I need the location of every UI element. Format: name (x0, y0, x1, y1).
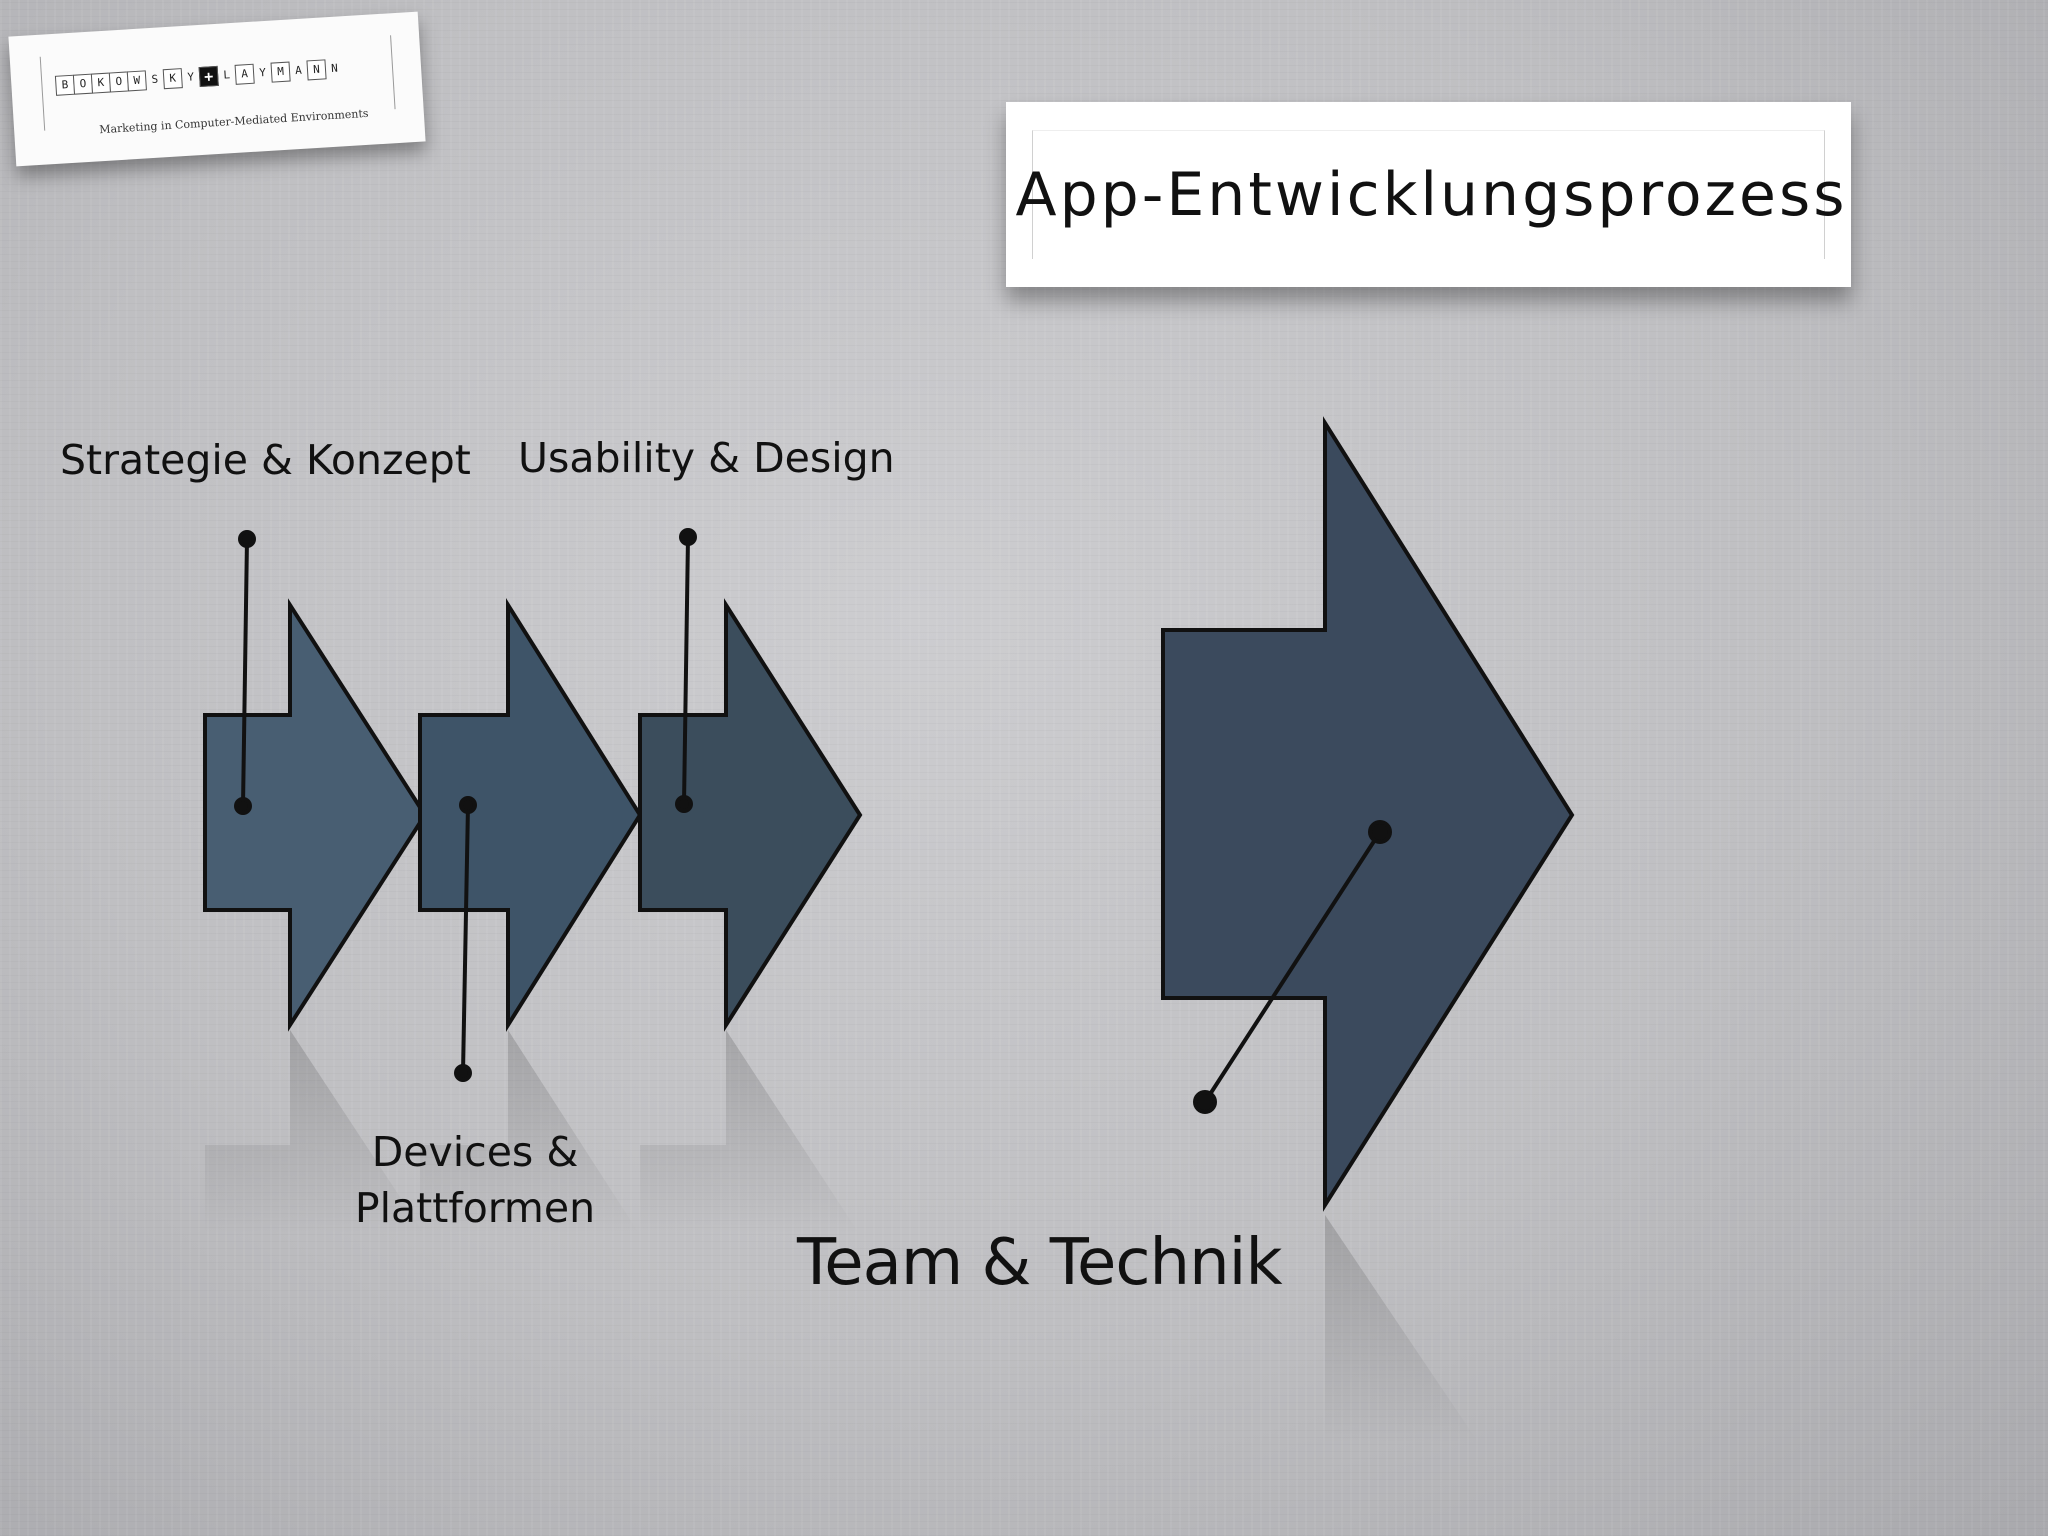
arrow-reflections (205, 1030, 1480, 1445)
process-arrow-big (1161, 416, 1575, 1212)
callout-dot-usability-anchor (675, 795, 693, 813)
callouts (234, 528, 1392, 1114)
slide-title: App-Entwicklungsprozess (1015, 160, 1848, 230)
title-frame: App-Entwicklungsprozess (1016, 130, 1844, 259)
callout-dot-usability-top (679, 528, 697, 546)
process-arrow-3 (638, 598, 863, 1032)
callout-line-usability (682, 536, 690, 805)
callout-dot-devices-bottom (454, 1064, 472, 1082)
label-team-technik: Team & Technik (797, 1226, 1282, 1300)
callout-line-team (1203, 830, 1382, 1104)
callout-line-devices (461, 804, 470, 1074)
callout-dot-strategie-anchor (234, 797, 252, 815)
reflection-arrow-big (1325, 1215, 1480, 1445)
label-devices-plattformen: Devices & Plattformen (354, 1128, 596, 1232)
callout-dot-strategie-top (238, 530, 256, 548)
callout-dot-devices-anchor (459, 796, 477, 814)
callout-dot-team-end (1193, 1090, 1217, 1114)
process-arrow-1 (203, 598, 428, 1032)
reflection-arrow-2 (420, 1030, 640, 1235)
callout-dot-team-anchor (1368, 820, 1392, 844)
title-box: App-Entwicklungsprozess (1006, 102, 1851, 287)
reflection-arrow-1 (205, 1030, 425, 1235)
label-strategie-konzept: Strategie & Konzept (60, 436, 471, 484)
reflection-arrow-3 (640, 1030, 860, 1235)
label-usability-design: Usability & Design (518, 434, 895, 482)
callout-line-strategie (241, 538, 249, 807)
process-arrow-2 (418, 598, 643, 1032)
